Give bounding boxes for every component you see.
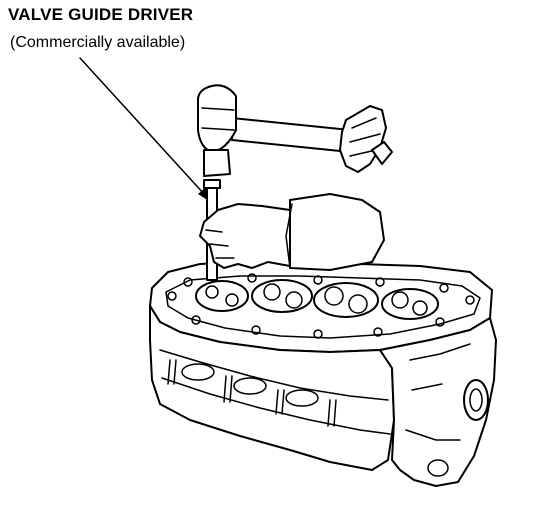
left-hand-icon	[199, 193, 385, 271]
hammer-icon	[197, 84, 351, 177]
callout-title: VALVE GUIDE DRIVER	[8, 5, 194, 24]
cylinder-head	[149, 261, 497, 487]
callout-subtitle: (Commercially available)	[10, 34, 186, 51]
leader-arrow	[79, 57, 212, 203]
right-hand-icon	[339, 105, 393, 173]
